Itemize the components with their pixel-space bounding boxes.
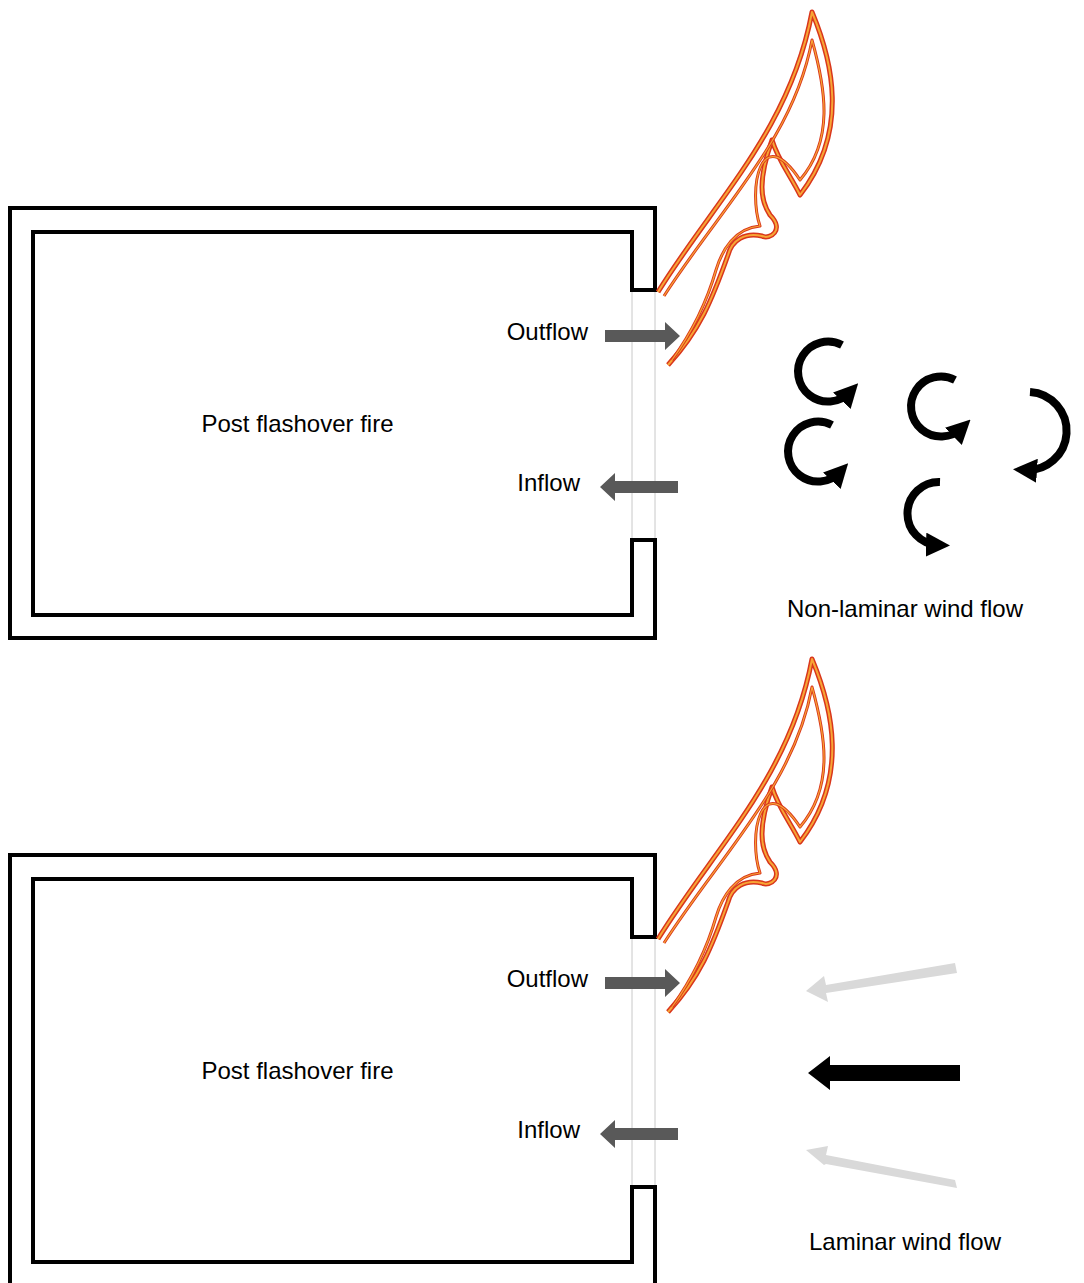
- room-label: Post flashover fire: [201, 410, 393, 438]
- turbulent-vortices: [788, 342, 1067, 545]
- flow-label: Outflow: [507, 318, 588, 347]
- room-outline: [10, 855, 680, 1283]
- flow-label: Inflow: [517, 469, 580, 498]
- room-box: Post flashover fire: [33, 879, 632, 1262]
- flame: [658, 12, 832, 365]
- wind-caption: Non-laminar wind flow: [787, 595, 1023, 624]
- flame: [658, 659, 832, 1012]
- flow-label: Outflow: [507, 965, 588, 994]
- room-label: Post flashover fire: [201, 1057, 393, 1085]
- flow-label: Inflow: [517, 1116, 580, 1145]
- room-outline: [10, 208, 680, 638]
- wind-caption: Laminar wind flow: [809, 1228, 1001, 1257]
- room-box: Post flashover fire: [33, 232, 632, 615]
- laminar-wind-arrows: [806, 963, 960, 1188]
